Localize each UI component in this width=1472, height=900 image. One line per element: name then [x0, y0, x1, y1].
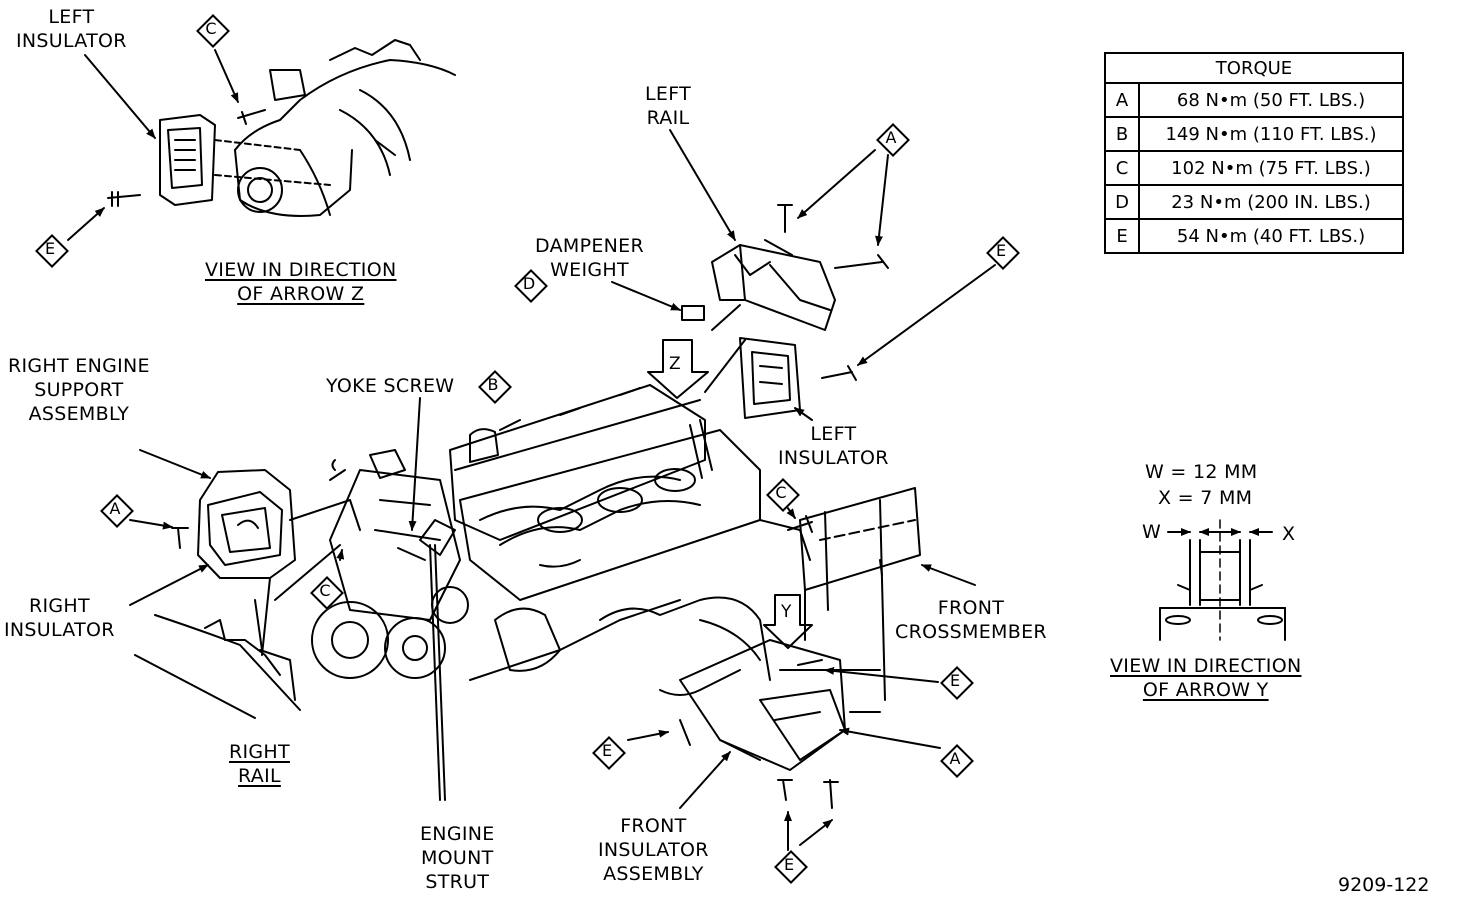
label-front-insulator-assembly: FRONT INSULATOR ASSEMBLY [598, 815, 709, 885]
label-yoke-screw: YOKE SCREW [326, 375, 455, 397]
view-z-inset [67, 39, 456, 241]
table-row: C 102 N•m (75 FT. LBS.) [1104, 150, 1404, 186]
arrow-z [647, 339, 709, 399]
label-dampener-weight: DAMPENER WEIGHT [535, 235, 644, 281]
view-y-inset [1159, 519, 1286, 641]
label-left-rail: LEFT RAIL [645, 83, 691, 129]
table-row: B 149 N•m (110 FT. LBS.) [1104, 116, 1404, 152]
right-engine-support [129, 449, 361, 719]
label-x-dimension: X = 7 MM [1158, 487, 1253, 509]
label-view-z: VIEW IN DIRECTION OF ARROW Z [205, 259, 397, 305]
engine-block [311, 384, 811, 801]
label-right-rail: RIGHT RAIL [229, 741, 290, 787]
label-front-crossmember: FRONT CROSSMEMBER [895, 597, 1047, 643]
front-crossmember [763, 487, 976, 701]
torque-value: 54 N•m (40 FT. LBS.) [1138, 218, 1404, 254]
torque-key: A [1104, 82, 1140, 118]
label-left-insulator-main: LEFT INSULATOR [778, 423, 889, 469]
label-left-insulator-top: LEFT INSULATOR [16, 6, 127, 52]
figure-number: 9209-122 [1338, 874, 1430, 896]
torque-key: D [1104, 184, 1140, 220]
callout-a: A [100, 494, 134, 528]
arrow-y [763, 594, 813, 649]
torque-header-row: TORQUE [1104, 52, 1404, 84]
callout-b: B [478, 370, 512, 404]
table-row: A 68 N•m (50 FT. LBS.) [1104, 82, 1404, 118]
torque-key: B [1104, 116, 1140, 152]
callout-e: E [774, 850, 808, 884]
torque-value: 23 N•m (200 IN. LBS.) [1138, 184, 1404, 220]
label-w-dimension: W = 12 MM [1145, 461, 1258, 483]
callout-a: A [940, 744, 974, 778]
callout-c: C [766, 478, 800, 512]
label-right-engine-support: RIGHT ENGINE SUPPORT ASSEMBLY [8, 355, 150, 425]
torque-key: C [1104, 150, 1140, 186]
callout-e: E [592, 736, 626, 770]
table-row: D 23 N•m (200 IN. LBS.) [1104, 184, 1404, 220]
label-w: W [1142, 521, 1162, 543]
label-engine-mount-strut: ENGINE MOUNT STRUT [420, 823, 495, 893]
table-row: E 54 N•m (40 FT. LBS.) [1104, 218, 1404, 254]
callout-c: C [196, 14, 230, 48]
torque-table: TORQUE A 68 N•m (50 FT. LBS.) B 149 N•m … [1104, 52, 1404, 254]
torque-header: TORQUE [1104, 52, 1404, 84]
label-arrow-y: Y [781, 602, 792, 622]
torque-value: 102 N•m (75 FT. LBS.) [1138, 150, 1404, 186]
torque-key: E [1104, 218, 1140, 254]
callout-d: D [514, 269, 548, 303]
label-right-insulator: RIGHT INSULATOR [4, 595, 115, 641]
callout-c: C [310, 576, 344, 610]
label-view-y: VIEW IN DIRECTION OF ARROW Y [1110, 655, 1302, 701]
torque-value: 68 N•m (50 FT. LBS.) [1138, 82, 1404, 118]
label-x: X [1282, 523, 1296, 545]
label-arrow-z: Z [669, 354, 681, 374]
front-insulator-assembly [627, 619, 941, 851]
callout-a: A [876, 123, 910, 157]
callout-e: E [986, 236, 1020, 270]
callout-e: E [940, 666, 974, 700]
callout-e: E [35, 234, 69, 268]
torque-value: 149 N•m (110 FT. LBS.) [1138, 116, 1404, 152]
left-rail-bracket [611, 129, 996, 421]
